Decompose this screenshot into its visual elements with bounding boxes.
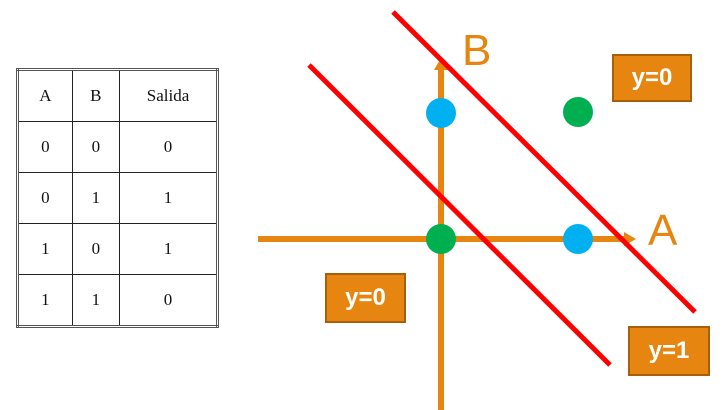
region-label-middle: y=1 [628,326,710,376]
decision-line-upper [391,10,697,314]
decision-line-lower [307,63,612,367]
cell: 0 [119,274,218,327]
axis-b-label: B [462,26,492,75]
region-label-top-right: y=0 [612,54,692,102]
cell: 0 [119,121,218,173]
point-0-1 [426,98,456,128]
point-0-0 [426,224,456,254]
table-header-row: A B Salida [17,69,218,122]
cell: 1 [71,274,121,327]
header-b: B [71,69,121,122]
cell: 1 [119,172,218,224]
cell: 0 [71,121,121,173]
cell: 1 [71,172,121,224]
region-label-bottom-left: y=0 [325,273,406,323]
point-1-0 [563,224,593,254]
point-1-1 [563,97,593,127]
cell: 0 [17,121,73,173]
axis-b-arrow [434,58,448,70]
axis-a-label: A [648,206,678,255]
cell: 0 [71,223,121,275]
